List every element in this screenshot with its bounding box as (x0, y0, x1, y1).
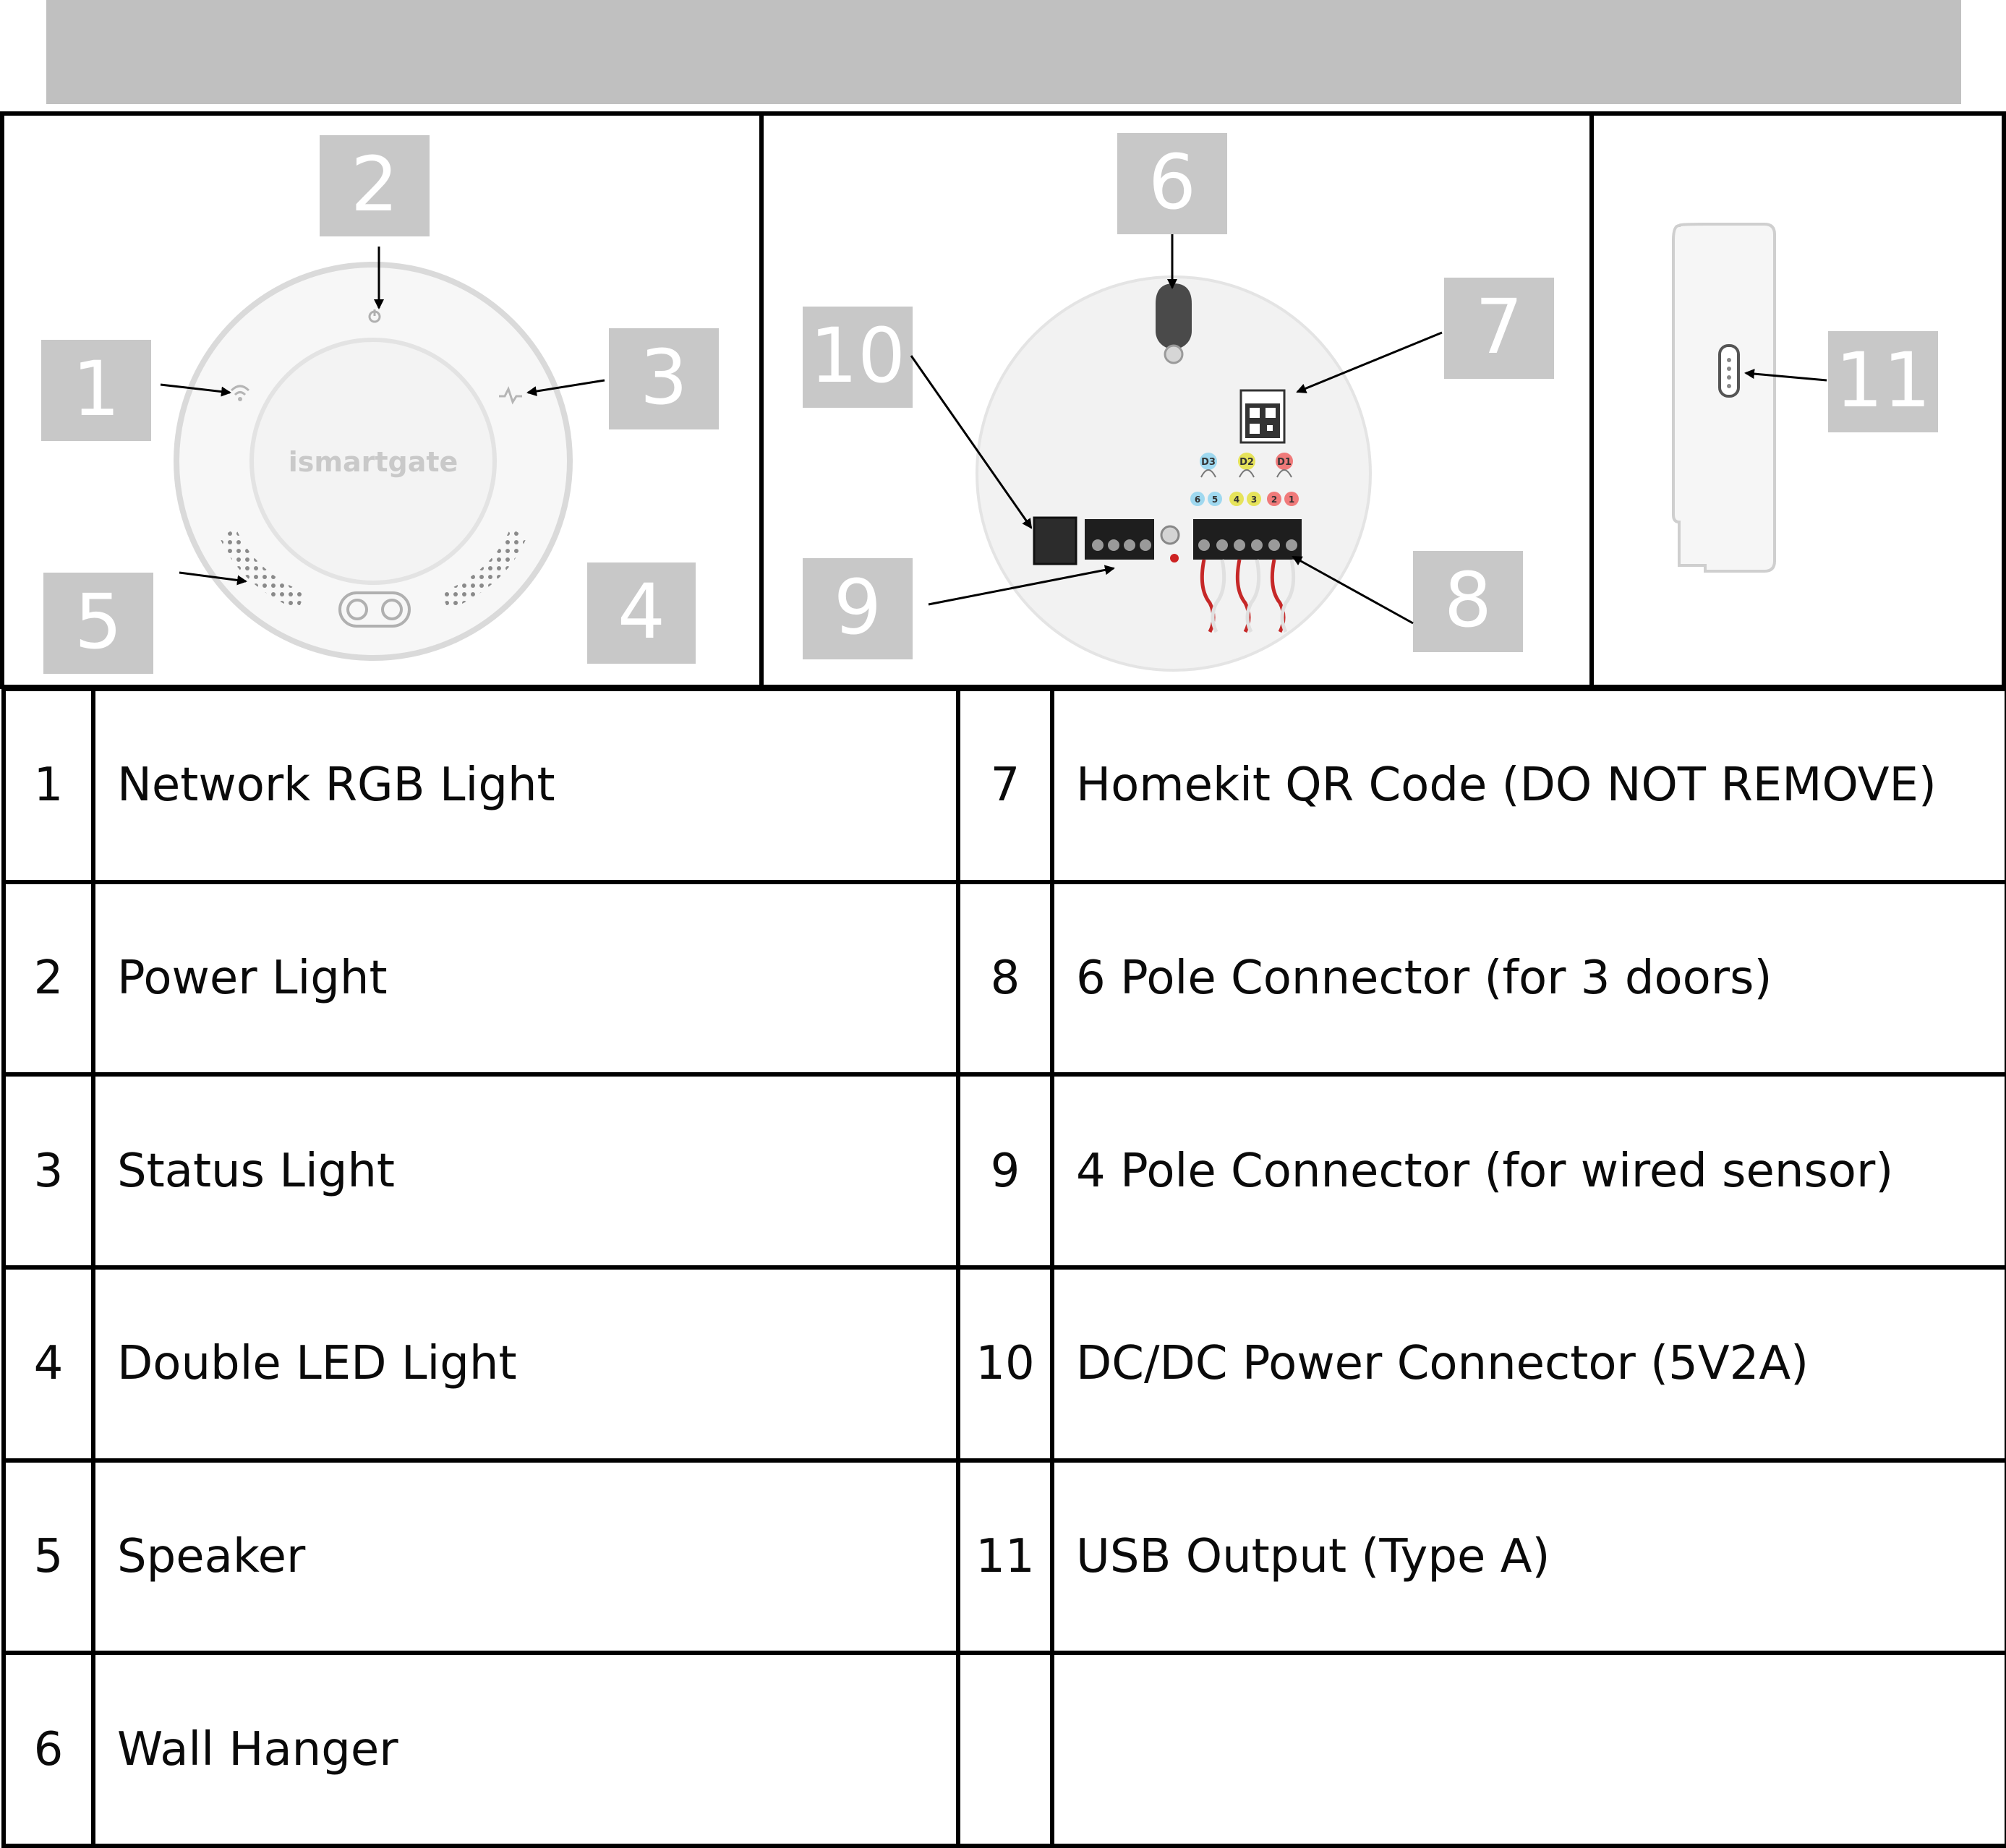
terminal-label: 5 (1212, 495, 1218, 505)
legend-number: 5 (1, 1458, 95, 1656)
terminal-label: 3 (1251, 495, 1257, 505)
arrow-11 (1744, 369, 1827, 382)
callout-8: 8 (1413, 551, 1523, 652)
legend-number: 3 (1, 1072, 95, 1270)
callout-1: 1 (41, 340, 151, 441)
speaker-grille-right (441, 528, 526, 610)
device-diagram: ismartgate D3 D2 D1 (0, 111, 2006, 689)
legend-number: 9 (956, 1072, 1054, 1270)
legend-row: 3 Status Light 9 4 Pole Connector (for w… (1, 1072, 2006, 1270)
callout-6: 6 (1117, 133, 1227, 234)
callout-boxes: 1 2 3 4 5 6 7 8 9 10 11 (41, 133, 1938, 674)
callout-3: 3 (609, 328, 719, 429)
callout-10: 10 (803, 307, 913, 408)
arrow-1 (160, 383, 231, 397)
svg-text:2: 2 (351, 140, 398, 228)
wifi-icon (230, 385, 250, 396)
svg-text:11: 11 (1835, 336, 1931, 424)
legend-label: USB Output (Type A) (1050, 1458, 2006, 1656)
terminal-label: 1 (1289, 495, 1294, 505)
front-inner-disc (249, 338, 497, 585)
legend-number: 8 (956, 879, 1054, 1077)
legend-table: 1 Network RGB Light 7 Homekit QR Code (D… (1, 687, 2006, 1848)
callout-4: 4 (587, 562, 696, 664)
device-side (1672, 223, 1776, 573)
terminal-number-labels: 6 5 4 3 2 1 (1190, 492, 1299, 506)
legend-label: Status Light (91, 1072, 960, 1270)
four-pole-connector (1085, 519, 1154, 560)
legend-label: Double LED Light (91, 1265, 960, 1463)
legend-row: 2 Power Light 8 6 Pole Connector (for 3 … (1, 879, 2006, 1077)
sensor-label-d3: D3 (1201, 457, 1216, 468)
six-pole-connector (1193, 519, 1302, 560)
sensor-label-d1: D1 (1277, 457, 1292, 468)
terminal-label: 4 (1234, 495, 1239, 505)
device-back: D3 D2 D1 6 5 4 3 2 1 (976, 275, 1372, 672)
arrow-7 (1296, 331, 1443, 393)
svg-text:1: 1 (72, 345, 120, 433)
brand-logo: ismartgate (289, 446, 458, 478)
panel-frames (0, 111, 2006, 689)
legend-number: 4 (1, 1265, 95, 1463)
legend-row: 6 Wall Hanger (1, 1651, 2006, 1848)
legend-label: Network RGB Light (91, 687, 960, 884)
callout-11: 11 (1828, 331, 1938, 432)
leader-arrows (160, 234, 1827, 625)
legend-label: DC/DC Power Connector (5V2A) (1050, 1265, 2006, 1463)
wall-hanger-slot (1156, 283, 1192, 349)
arrow-5 (179, 571, 247, 586)
legend-number: 2 (1, 879, 95, 1077)
legend-label: Wall Hanger (91, 1651, 960, 1848)
svg-text:7: 7 (1475, 283, 1523, 371)
callout-7: 7 (1444, 278, 1554, 379)
svg-text:4: 4 (618, 568, 665, 656)
legend-row: 4 Double LED Light 10 DC/DC Power Connec… (1, 1265, 2006, 1463)
double-led-light (338, 591, 411, 628)
legend-label: Speaker (91, 1458, 960, 1656)
terminal-label: 2 (1271, 495, 1277, 505)
svg-text:9: 9 (834, 563, 882, 651)
legend-number: 10 (956, 1265, 1054, 1463)
callout-9: 9 (803, 558, 913, 659)
door-sensor-labels: D3 D2 D1 (1200, 453, 1293, 478)
svg-text:6: 6 (1148, 138, 1196, 226)
legend-row: 5 Speaker 11 USB Output (Type A) (1, 1458, 2006, 1656)
homekit-qr-code (1239, 389, 1286, 444)
arrow-3 (526, 379, 605, 397)
legend-row: 1 Network RGB Light 7 Homekit QR Code (D… (1, 687, 2006, 884)
legend-number (956, 1651, 1054, 1848)
arrow-10 (910, 355, 1033, 529)
legend-number: 11 (956, 1458, 1054, 1656)
legend-number: 7 (956, 687, 1054, 884)
device-front: ismartgate (174, 262, 573, 661)
door-wires (1200, 559, 1296, 633)
side-body (1672, 223, 1776, 573)
legend-label (1050, 1651, 2006, 1848)
callout-2: 2 (320, 135, 430, 236)
svg-text:5: 5 (74, 578, 122, 666)
header-bar (46, 0, 1961, 104)
legend-label: Power Light (91, 879, 960, 1077)
terminal-label: 6 (1195, 495, 1200, 505)
sensor-label-d2: D2 (1239, 457, 1254, 468)
legend-label: 4 Pole Connector (for wired sensor) (1050, 1072, 2006, 1270)
speaker-grille-left (220, 528, 305, 610)
legend-number: 6 (1, 1651, 95, 1848)
dc-power-jack (1033, 516, 1077, 565)
callout-5: 5 (43, 573, 153, 674)
legend-label: 6 Pole Connector (for 3 doors) (1050, 879, 2006, 1077)
arrow-8 (1292, 555, 1414, 625)
svg-text:8: 8 (1444, 556, 1492, 644)
svg-text:3: 3 (640, 333, 688, 422)
arrow-9 (928, 565, 1115, 606)
svg-text:10: 10 (810, 312, 905, 400)
status-pulse-icon (499, 386, 522, 405)
legend-label: Homekit QR Code (DO NOT REMOVE) (1050, 687, 2006, 884)
legend-number: 1 (1, 687, 95, 884)
